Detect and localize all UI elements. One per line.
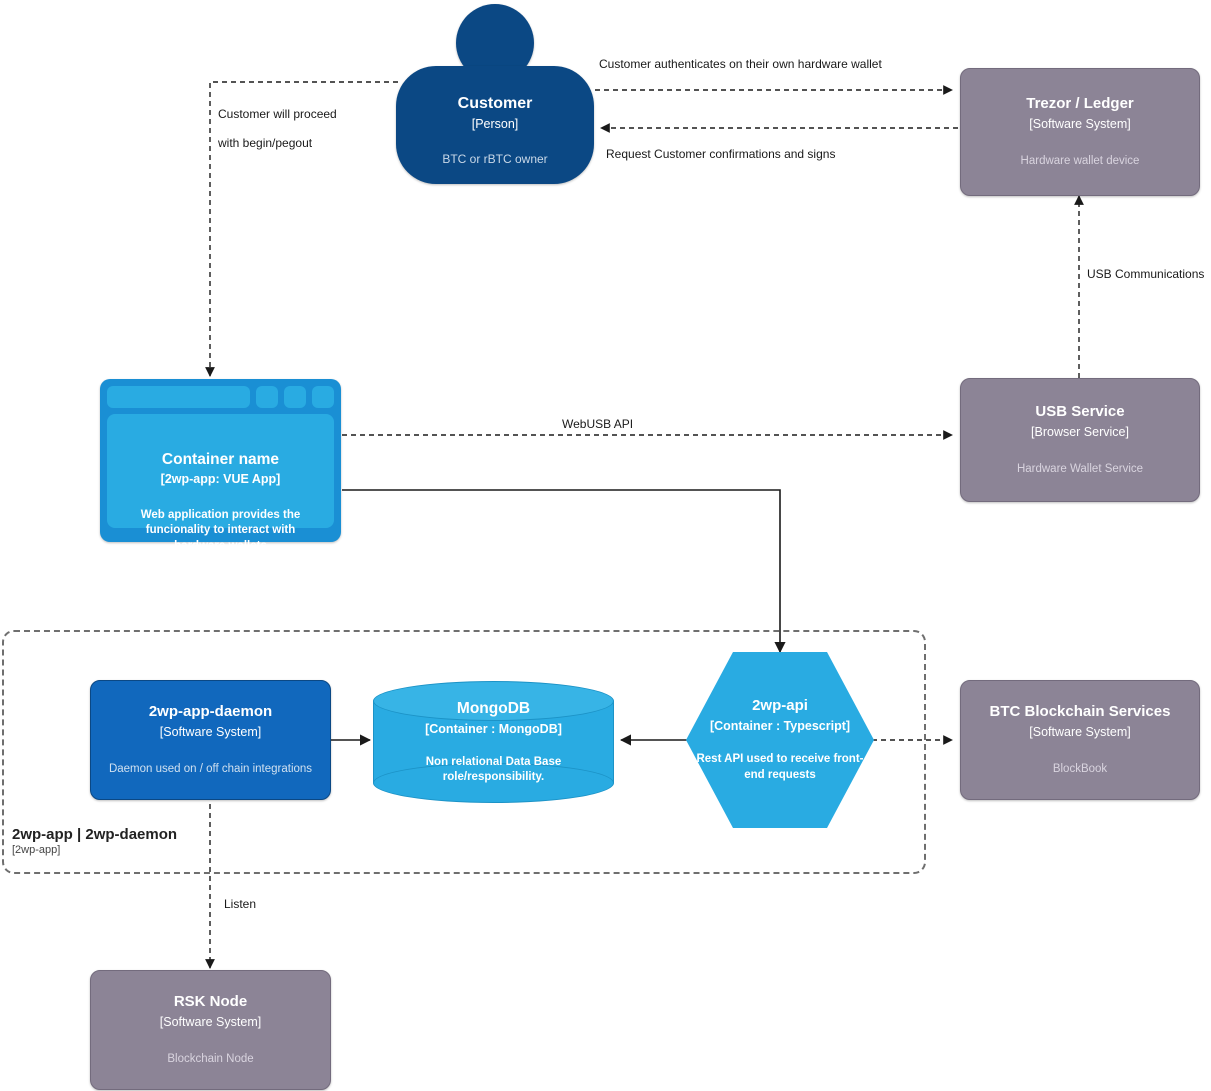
edge-label-listen: Listen (224, 897, 257, 911)
node-customer[interactable]: Customer [Person] BTC or rBTC owner (396, 4, 594, 184)
browser-button-maximize-icon[interactable] (284, 386, 306, 408)
customer-title: Customer (457, 95, 533, 112)
boundary-tech: [2wp-app] (12, 844, 61, 856)
edge-customer-to-app (205, 81, 398, 377)
person-body: Customer [Person] BTC or rBTC owner (396, 66, 594, 184)
container-name-title: Container name (161, 451, 280, 468)
trezor-ledger-tech: [Software System] (1029, 116, 1131, 131)
customer-tech: [Person] (471, 117, 519, 131)
rsk-desc: Blockchain Node (167, 1053, 254, 1066)
node-2wp-app-daemon[interactable]: 2wp-app-daemon [Software System] Daemon … (90, 680, 331, 800)
edge-app-to-api (342, 489, 786, 654)
browser-content: Container name [2wp-app: VUE App] Web ap… (107, 414, 334, 552)
cylinder-top (373, 681, 614, 721)
api-desc: Rest API used to receive front-end reque… (696, 752, 864, 781)
usb-service-tech: [Browser Service] (1031, 424, 1129, 439)
btc-desc: BlockBook (1052, 763, 1108, 776)
edge-label-customer-proceed-line1: Customer will proceed (218, 107, 337, 121)
boundary-2wp-app (2, 630, 926, 874)
rsk-tech: [Software System] (159, 1014, 262, 1029)
node-trezor-ledger[interactable]: Trezor / Ledger [Software System] Hardwa… (960, 68, 1200, 196)
mongodb-tech: [Container : MongoDB] (425, 721, 562, 736)
edge-label-customer-proceed-line2: with begin/pegout (218, 136, 313, 150)
mongodb-desc: Non relational Data Base role/responsibi… (425, 755, 562, 783)
btc-tech: [Software System] (1029, 724, 1131, 739)
boundary-name: 2wp-app | 2wp-daemon (12, 826, 178, 843)
usb-service-title: USB Service (1035, 403, 1125, 421)
cylinder-edge-left (373, 701, 374, 783)
node-2wp-api[interactable]: 2wp-api [Container : Typescript] Rest AP… (686, 652, 874, 828)
browser-title-bar (107, 386, 334, 408)
container-name-tech: [2wp-app: VUE App] (160, 472, 281, 487)
node-rsk-node[interactable]: RSK Node [Software System] Blockchain No… (90, 970, 331, 1090)
browser-button-minimize-icon[interactable] (256, 386, 278, 408)
trezor-ledger-title: Trezor / Ledger (1026, 95, 1134, 113)
usb-service-desc: Hardware Wallet Service (1016, 463, 1144, 476)
edge-label-customer-authenticates: Customer authenticates on their own hard… (599, 57, 882, 71)
browser-address-bar[interactable] (107, 386, 250, 408)
daemon-desc: Daemon used on / off chain integrations (108, 763, 313, 776)
node-usb-service[interactable]: USB Service [Browser Service] Hardware W… (960, 378, 1200, 502)
btc-title: BTC Blockchain Services (989, 703, 1171, 721)
edge-label-request-confirmations: Request Customer confirmations and signs (606, 147, 836, 161)
api-tech: [Container : Typescript] (709, 718, 851, 733)
node-mongodb[interactable]: MongoDB [Container : MongoDB] Non relati… (373, 681, 614, 803)
daemon-title: 2wp-app-daemon (148, 703, 273, 721)
customer-desc: BTC or rBTC owner (442, 152, 548, 167)
rsk-title: RSK Node (173, 993, 248, 1011)
edge-label-usb-communications: USB Communications (1087, 267, 1205, 281)
cylinder-edge-right (613, 701, 614, 783)
edge-label-webusb-api: WebUSB API (562, 417, 634, 431)
browser-button-close-icon[interactable] (312, 386, 334, 408)
api-title: 2wp-api (752, 696, 808, 714)
boundary-label: 2wp-app | 2wp-daemon [2wp-app] (12, 826, 177, 856)
node-container-name[interactable]: Container name [2wp-app: VUE App] Web ap… (100, 379, 341, 552)
mongodb-title: MongoDB (456, 700, 531, 718)
node-btc-blockchain-services[interactable]: BTC Blockchain Services [Software System… (960, 680, 1200, 800)
cylinder-bottom (373, 763, 614, 803)
container-name-desc: Web application provides the funcionalit… (140, 508, 301, 552)
api-text: 2wp-api [Container : Typescript] Rest AP… (686, 652, 874, 828)
trezor-ledger-desc: Hardware wallet device (1020, 155, 1140, 168)
mongodb-text: MongoDB [Container : MongoDB] Non relati… (373, 681, 614, 803)
daemon-tech: [Software System] (159, 724, 262, 739)
